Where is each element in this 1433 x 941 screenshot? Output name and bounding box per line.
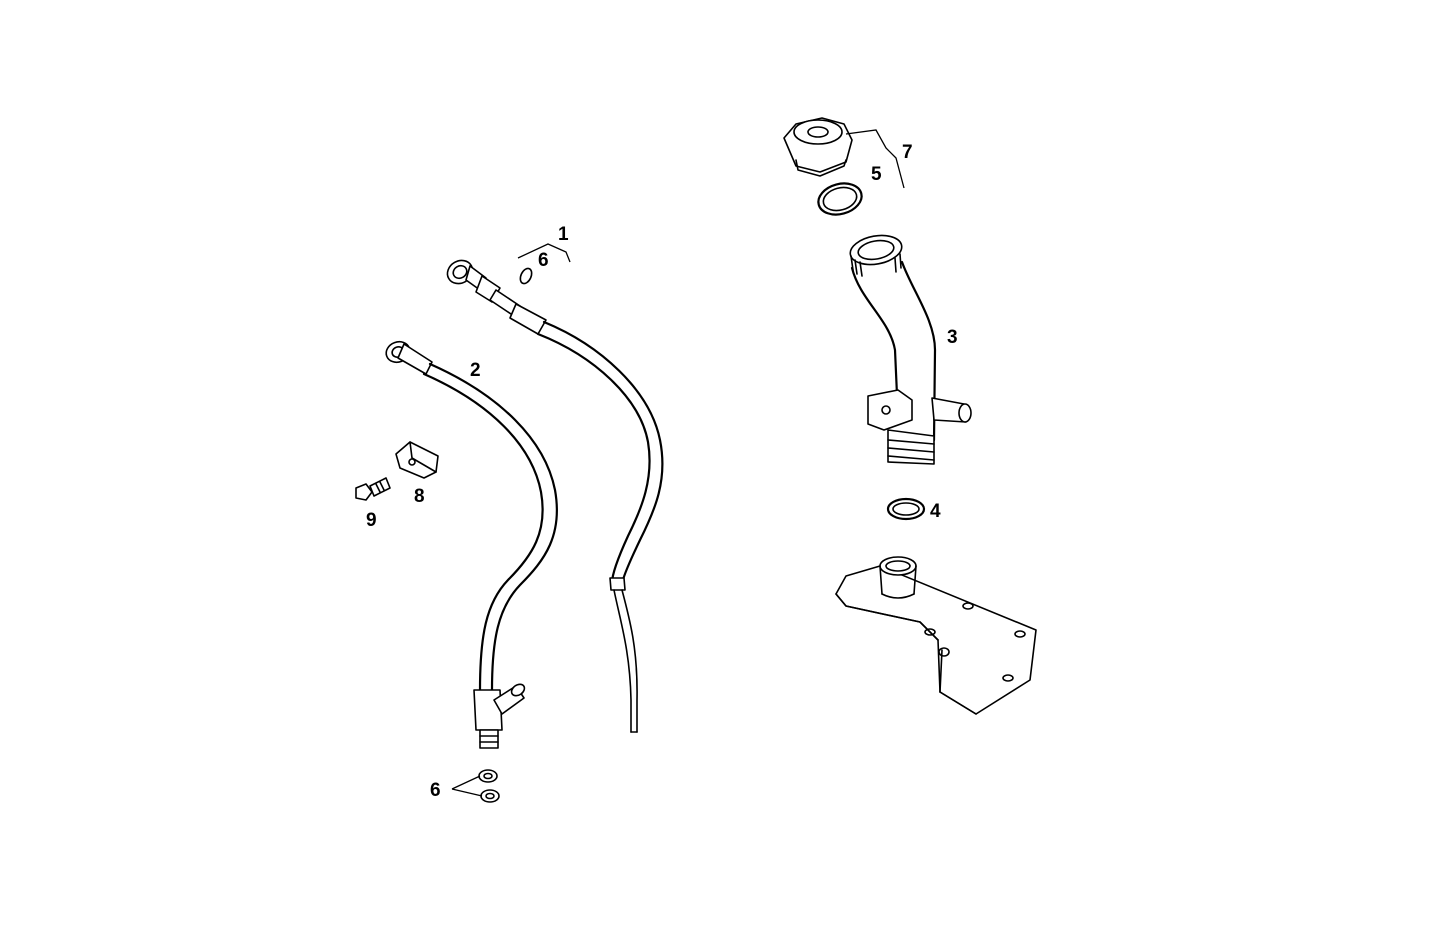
part-1-dipstick-tube bbox=[446, 259, 664, 733]
callout-6-bottom: 6 bbox=[430, 780, 441, 801]
callout-4: 4 bbox=[930, 501, 941, 522]
part-3-filler-neck bbox=[849, 234, 972, 465]
callout-3: 3 bbox=[947, 327, 958, 348]
part-6-washers-bottom bbox=[478, 769, 500, 803]
part-4-o-ring bbox=[886, 497, 926, 521]
part-5-o-ring bbox=[817, 182, 863, 216]
callout-2: 2 bbox=[470, 360, 481, 381]
part-8-clip bbox=[395, 441, 439, 479]
callout-8: 8 bbox=[414, 486, 425, 507]
mounting-plate bbox=[835, 556, 1037, 715]
callout-labels: 1 6 2 8 9 6 7 5 3 4 bbox=[366, 142, 958, 801]
part-7-filler-cap bbox=[783, 117, 853, 177]
part-6-washer-top bbox=[519, 267, 533, 285]
callout-5: 5 bbox=[871, 164, 882, 185]
callout-6-top: 6 bbox=[538, 250, 549, 271]
part-9-bolt bbox=[355, 477, 391, 501]
part-2-oil-tube bbox=[385, 340, 558, 749]
callout-9: 9 bbox=[366, 510, 377, 531]
leader-lines bbox=[451, 129, 905, 797]
callout-1: 1 bbox=[558, 224, 569, 245]
callout-7: 7 bbox=[902, 142, 913, 163]
